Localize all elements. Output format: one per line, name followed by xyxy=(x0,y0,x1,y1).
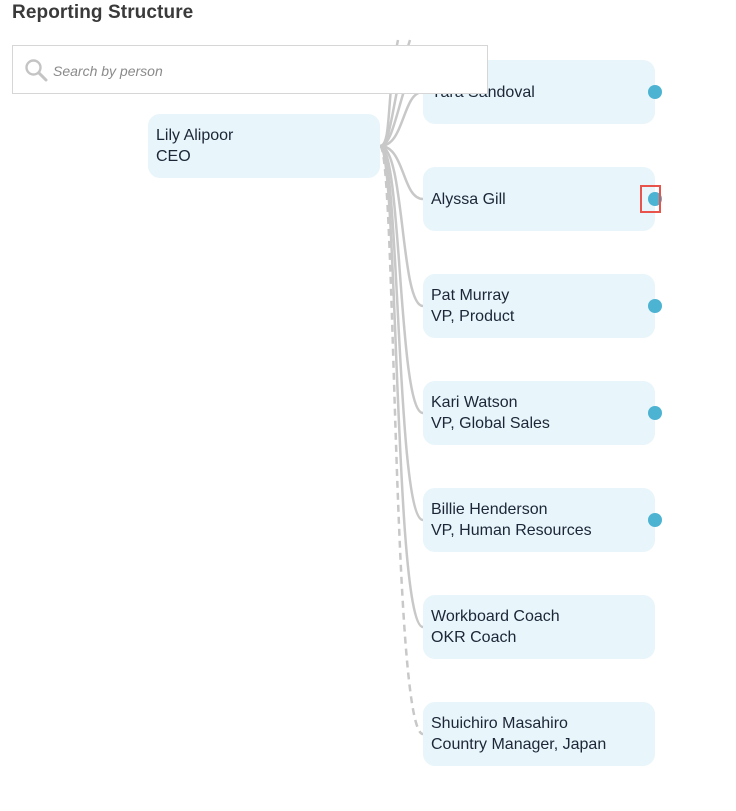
node-name: Kari Watson xyxy=(431,394,518,411)
node-report-pat-murray[interactable]: Pat Murray VP, Product xyxy=(423,274,662,338)
search-icon xyxy=(25,59,48,82)
connector-billie xyxy=(378,144,424,522)
connector-kari xyxy=(379,144,424,415)
expand-dot-icon[interactable] xyxy=(648,513,662,527)
node-name: Alyssa Gill xyxy=(431,190,506,208)
page-title: Reporting Structure xyxy=(12,2,194,23)
node-role: VP, Human Resources xyxy=(431,522,592,539)
node-role: VP, Global Sales xyxy=(431,415,550,432)
node-report-kari-watson[interactable]: Kari Watson VP, Global Sales xyxy=(423,381,662,445)
node-name: Billie Henderson xyxy=(431,501,548,518)
node-name: Workboard Coach xyxy=(431,608,560,625)
search-input[interactable] xyxy=(51,56,475,86)
connector-alyssa xyxy=(379,144,424,201)
node-report-workboard-coach[interactable]: Workboard Coach OKR Coach xyxy=(423,595,655,659)
node-role: Country Manager, Japan xyxy=(431,736,607,753)
search-box[interactable] xyxy=(12,45,488,94)
expand-dot-icon[interactable] xyxy=(648,406,662,420)
expand-dot-icon[interactable] xyxy=(648,85,662,99)
node-role: OKR Coach xyxy=(431,629,517,646)
node-name: Shuichiro Masahiro xyxy=(431,715,568,732)
node-report-billie-henderson[interactable]: Billie Henderson VP, Human Resources xyxy=(423,488,662,552)
node-role: VP, Product xyxy=(431,308,515,325)
expand-dot-icon[interactable] xyxy=(648,192,662,206)
connector-pat xyxy=(379,144,424,308)
node-root[interactable]: Lily Alipoor CEO xyxy=(148,114,380,178)
expand-dot-icon[interactable] xyxy=(648,299,662,313)
node-role: CEO xyxy=(156,148,191,165)
node-report-alyssa-gill[interactable]: Alyssa Gill xyxy=(423,167,662,231)
node-name: Pat Murray xyxy=(431,287,510,304)
connector-shuichiro xyxy=(378,144,424,736)
node-name: Lily Alipoor xyxy=(156,127,234,144)
node-report-shuichiro-masahiro[interactable]: Shuichiro Masahiro Country Manager, Japa… xyxy=(423,702,655,766)
